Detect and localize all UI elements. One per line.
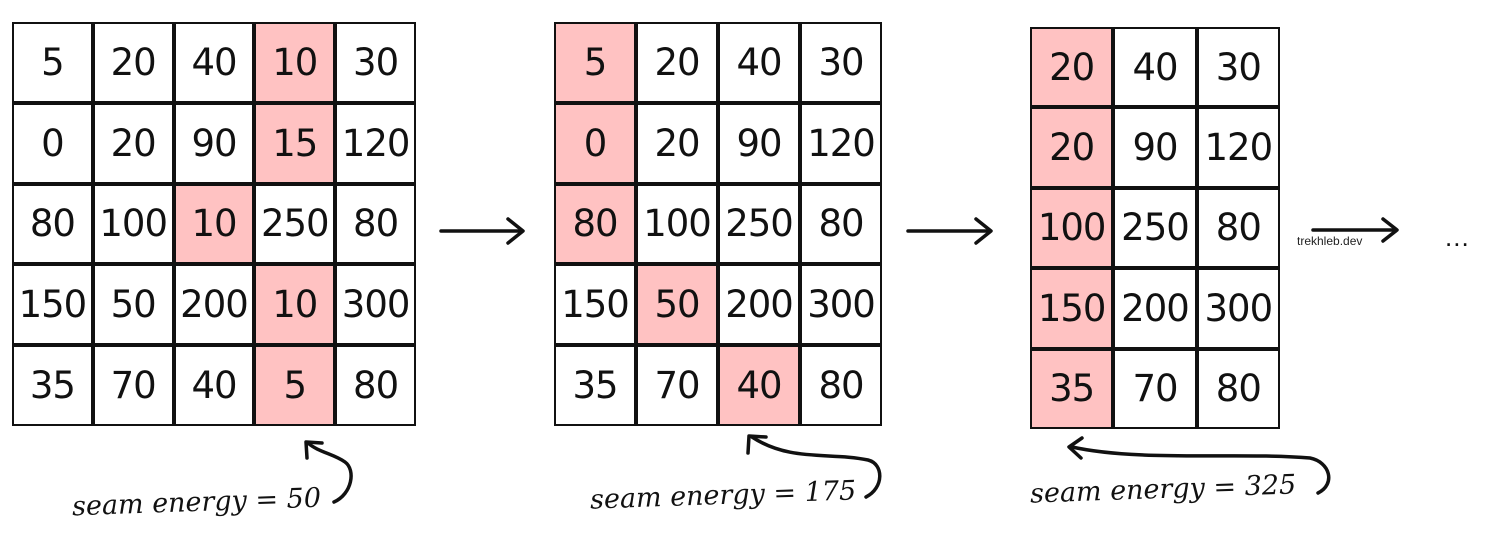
energy-cell: 80 (802, 185, 880, 263)
energy-cell: 250 (1115, 189, 1195, 267)
energy-cell: 120 (1198, 109, 1278, 186)
energy-cell: 90 (175, 104, 253, 182)
energy-cell: 20 (94, 24, 172, 101)
seam-cell: 20 (1032, 29, 1112, 106)
seam-cell: 5 (256, 347, 334, 424)
next-arrow-3 (1311, 217, 1399, 243)
energy-cell: 80 (337, 347, 414, 424)
energy-cell: 40 (1115, 29, 1195, 106)
energy-cell: 70 (94, 347, 172, 424)
seam-pointer-2 (746, 434, 882, 499)
energy-cell: 90 (1115, 109, 1195, 186)
energy-cell: 200 (1115, 270, 1195, 347)
energy-cell: 40 (175, 24, 253, 101)
energy-cell: 70 (638, 347, 716, 424)
seam-cell: 0 (556, 104, 634, 182)
energy-cell: 30 (1198, 29, 1278, 106)
energy-cell: 20 (94, 104, 172, 182)
seam-pointer-1 (304, 440, 353, 504)
seam-cell: 100 (1032, 189, 1112, 267)
energy-cell: 0 (14, 104, 91, 182)
seam-cell: 10 (256, 24, 334, 101)
next-arrow-2 (906, 217, 993, 245)
seam-pointer-3 (1067, 436, 1331, 495)
energy-cell: 80 (802, 347, 880, 424)
energy-cell: 250 (256, 185, 334, 263)
energy-cell: 90 (720, 104, 798, 182)
energy-cell: 20 (638, 104, 716, 182)
seam-cell: 150 (1032, 270, 1112, 347)
energy-cell: 150 (556, 266, 634, 344)
seam-cell: 40 (720, 347, 798, 424)
seam-cell: 5 (556, 24, 634, 101)
seam-cell: 20 (1032, 109, 1112, 186)
energy-cell: 40 (175, 347, 253, 424)
watermark: trekhleb.dev (1297, 234, 1363, 248)
energy-cell: 300 (802, 266, 880, 344)
seam-cell: 50 (638, 266, 716, 344)
energy-cell: 40 (720, 24, 798, 101)
seam-cell: 80 (556, 185, 634, 263)
energy-cell: 150 (14, 266, 91, 344)
energy-cell: 120 (337, 104, 414, 182)
energy-cell: 5 (14, 24, 91, 101)
energy-cell: 35 (14, 347, 91, 424)
energy-cell: 80 (1198, 350, 1278, 427)
energy-cell: 200 (175, 266, 253, 344)
energy-cell: 80 (337, 185, 414, 263)
energy-cell: 100 (94, 185, 172, 263)
energy-cell: 250 (720, 185, 798, 263)
energy-cell: 80 (1198, 189, 1278, 267)
energy-cell: 70 (1115, 350, 1195, 427)
seam-cell: 15 (256, 104, 334, 182)
energy-cell: 20 (638, 24, 716, 101)
energy-cell: 300 (1198, 270, 1278, 347)
continuation-ellipsis: ... (1445, 222, 1470, 252)
energy-cell: 120 (802, 104, 880, 182)
energy-cell: 80 (14, 185, 91, 263)
seam-cell: 10 (175, 185, 253, 263)
energy-cell: 30 (337, 24, 414, 101)
energy-cell: 50 (94, 266, 172, 344)
seam-cell: 35 (1032, 350, 1112, 427)
energy-cell: 35 (556, 347, 634, 424)
energy-cell: 300 (337, 266, 414, 344)
energy-cell: 200 (720, 266, 798, 344)
energy-cell: 100 (638, 185, 716, 263)
next-arrow-1 (439, 217, 525, 245)
seam-cell: 10 (256, 266, 334, 344)
energy-cell: 30 (802, 24, 880, 101)
